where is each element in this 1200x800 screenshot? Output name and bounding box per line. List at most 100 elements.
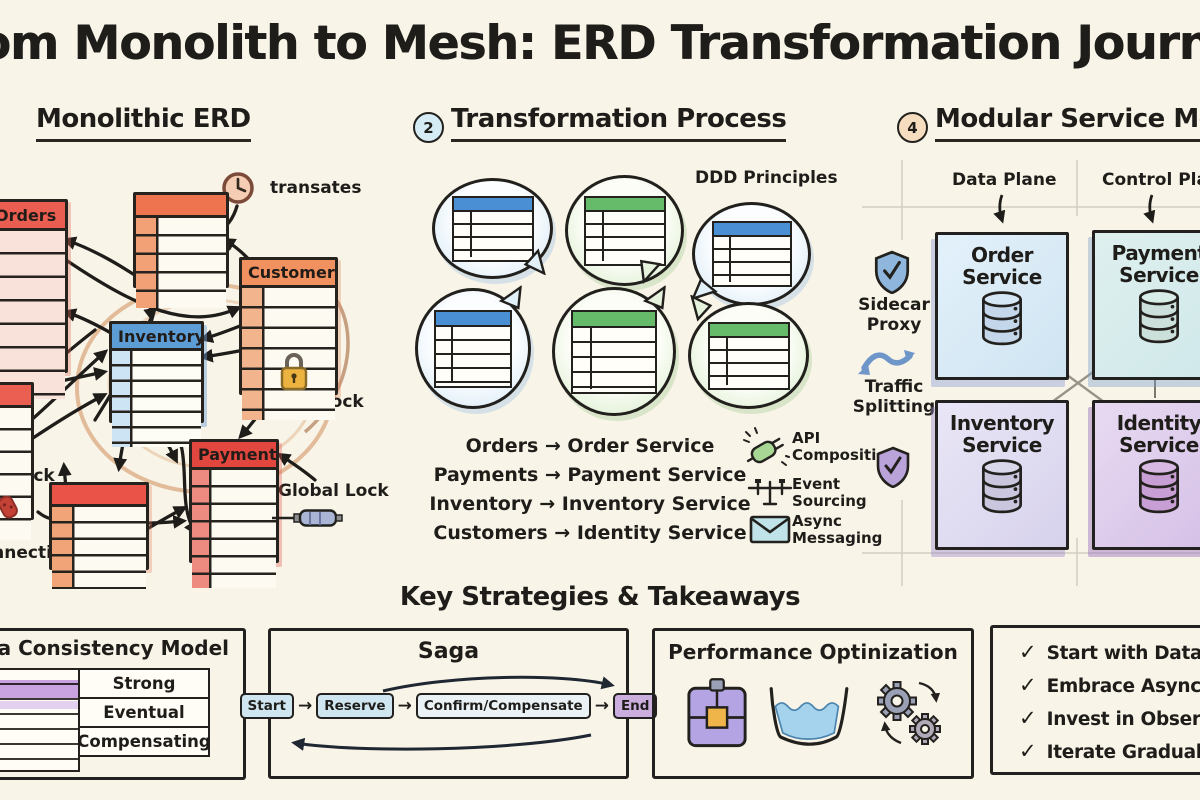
- erd-table-unnamed-top-rows: [136, 218, 226, 308]
- consistency-option: Compensating: [77, 732, 211, 751]
- service-card-payment-title: Payment Service: [1111, 241, 1200, 288]
- erd-table-customers-header: Customers: [242, 260, 335, 288]
- takeaway-item: ✓ Embrace Asynchr: [1019, 673, 1200, 697]
- saga-step-end: End: [612, 693, 658, 719]
- bubble-tail: [639, 259, 662, 285]
- saga-loop-arrows: [291, 675, 615, 751]
- speech-bubble-green-1: [565, 175, 684, 286]
- transformation-badge: 2: [413, 112, 444, 143]
- mini-table: [583, 195, 666, 266]
- mesh-badge: 4: [897, 112, 928, 143]
- timeline-icon: [747, 479, 793, 506]
- traffic-splitting-label: Traffic Splitting: [852, 377, 936, 417]
- shield-check-icon: [874, 250, 910, 294]
- service-mapping-list: Orders → Order Service Payments → Paymen…: [425, 432, 755, 548]
- strategies-heading: Key Strategies & Takeaways: [399, 582, 801, 612]
- erd-table-inventory-rows: [112, 351, 201, 447]
- saga-flow: Start → Reserve → Confirm/Compensate → E…: [239, 693, 658, 719]
- pencil-guide-line: [862, 552, 1200, 554]
- performance-panel: Performance Optinization: [652, 628, 974, 779]
- consistency-options-list: Strong Eventual Compensating: [77, 668, 211, 757]
- mini-table: [434, 309, 512, 388]
- erd-table-unnamed-left: [0, 382, 34, 540]
- mapping-payments: Payments → Payment Service: [433, 464, 747, 486]
- erd-table-customers: Customers: [239, 257, 338, 420]
- service-card-identity-title: Identity Service: [1116, 411, 1200, 458]
- throttle-valve-icon: [687, 678, 747, 748]
- database-icon: [1139, 289, 1179, 344]
- pattern-api-composition-label: API Composition: [792, 429, 898, 464]
- monolith-heading: Monolithic ERD: [36, 104, 251, 142]
- erd-table-unnamed-bottom: [49, 482, 149, 589]
- service-card-order-title: Order Service: [962, 243, 1042, 290]
- mapping-customers: Customers → Identity Service: [433, 522, 747, 544]
- down-arrow-icon: [993, 194, 1006, 224]
- consistency-option: Eventual: [80, 699, 208, 728]
- mapping-orders: Orders → Order Service: [465, 435, 715, 457]
- database-icon: [982, 291, 1022, 346]
- speech-bubble-green-3: [688, 302, 809, 409]
- speech-bubble-green-2: [552, 287, 676, 416]
- plug-icon: [743, 427, 790, 466]
- erd-table-unnamed-top-header: [136, 195, 226, 218]
- service-card-payment: Payment Service: [1092, 230, 1200, 380]
- check-icon: ✓: [1019, 739, 1037, 763]
- erd-table-payments-rows: [192, 470, 276, 588]
- saga-step-reserve: Reserve: [316, 693, 394, 719]
- consistency-panel-title: Data Consistency Model: [0, 636, 230, 660]
- service-card-inventory: Inventory Service: [935, 400, 1069, 550]
- ddd-principles-label: DDD Principles: [695, 168, 838, 188]
- bubble-tail: [690, 277, 718, 301]
- speech-bubble-blue-2: [692, 202, 811, 306]
- takeaway-item: ✓ Iterate Gradually: [1019, 739, 1200, 763]
- padlock-icon: [280, 353, 308, 391]
- erd-table-unnamed-left-rows: [0, 408, 31, 540]
- erd-table-unnamed-left-header: [0, 385, 31, 408]
- transformation-heading: Transformation Process: [451, 104, 787, 142]
- gears-icon: [877, 681, 941, 745]
- screwdriver-icon: [272, 509, 343, 527]
- erd-table-inventory-header: Inventory: [112, 324, 201, 351]
- database-icon: [982, 459, 1022, 514]
- mini-table: [707, 321, 790, 390]
- page-title: From Monolith to Mesh: ERD Transformatio…: [0, 16, 1200, 71]
- consistency-option: Strong: [80, 670, 208, 699]
- mini-table: [711, 221, 792, 287]
- mapping-inventory: Inventory → Inventory Service: [429, 493, 751, 515]
- database-icon: [1139, 459, 1179, 514]
- pencil-guide-line: [901, 160, 903, 240]
- takeaway-text: Embrace Asynchr: [1046, 676, 1200, 697]
- clock-label: transates: [270, 178, 362, 198]
- takeaway-item: ✓ Invest in Observ: [1019, 706, 1200, 730]
- traffic-split-arrows-icon: [858, 350, 915, 375]
- service-card-order: Order Service: [935, 232, 1069, 380]
- mesh-vertical-connector: [1154, 366, 1157, 398]
- mesh-heading: Modular Service Mesh: [935, 104, 1200, 142]
- down-arrow-icon: [1143, 194, 1156, 224]
- service-card-inventory-title: Inventory Service: [949, 411, 1055, 458]
- erd-table-orders-header: Orders: [0, 202, 65, 231]
- bubble-tail: [690, 294, 713, 322]
- saga-arrow: →: [297, 696, 313, 716]
- bubble-tail: [642, 284, 666, 310]
- global-lock-label-2: Global Lock: [278, 481, 389, 501]
- erd-table-unnamed-bottom-header: [52, 485, 146, 507]
- pattern-event-sourcing-label: Event Sourcing: [792, 475, 867, 510]
- data-plane-label: Data Plane: [952, 170, 1057, 190]
- erd-table-unnamed-bottom-rows: [52, 507, 146, 589]
- erd-table-unnamed-top: [133, 192, 229, 308]
- takeaway-text: Start with Data: [1046, 643, 1200, 664]
- pencil-guide-line: [862, 206, 1200, 208]
- takeaway-item: ✓ Start with Data: [1019, 640, 1200, 664]
- clock-icon: [222, 172, 254, 204]
- bubble-tail: [498, 284, 522, 310]
- consistency-mini-table: [0, 668, 80, 772]
- takeaways-panel: ✓ Start with Data ✓ Embrace Asynchr ✓ In…: [990, 625, 1200, 775]
- erd-table-orders: Orders: [0, 199, 68, 399]
- performance-panel-title: Performance Optinization: [668, 640, 958, 664]
- shield-check-icon-purple: [876, 446, 910, 488]
- bulkhead-bucket-icon: [769, 687, 849, 746]
- saga-arrow: →: [594, 696, 609, 716]
- saga-step-confirm-compensate: Confirm/Compensate: [415, 693, 591, 719]
